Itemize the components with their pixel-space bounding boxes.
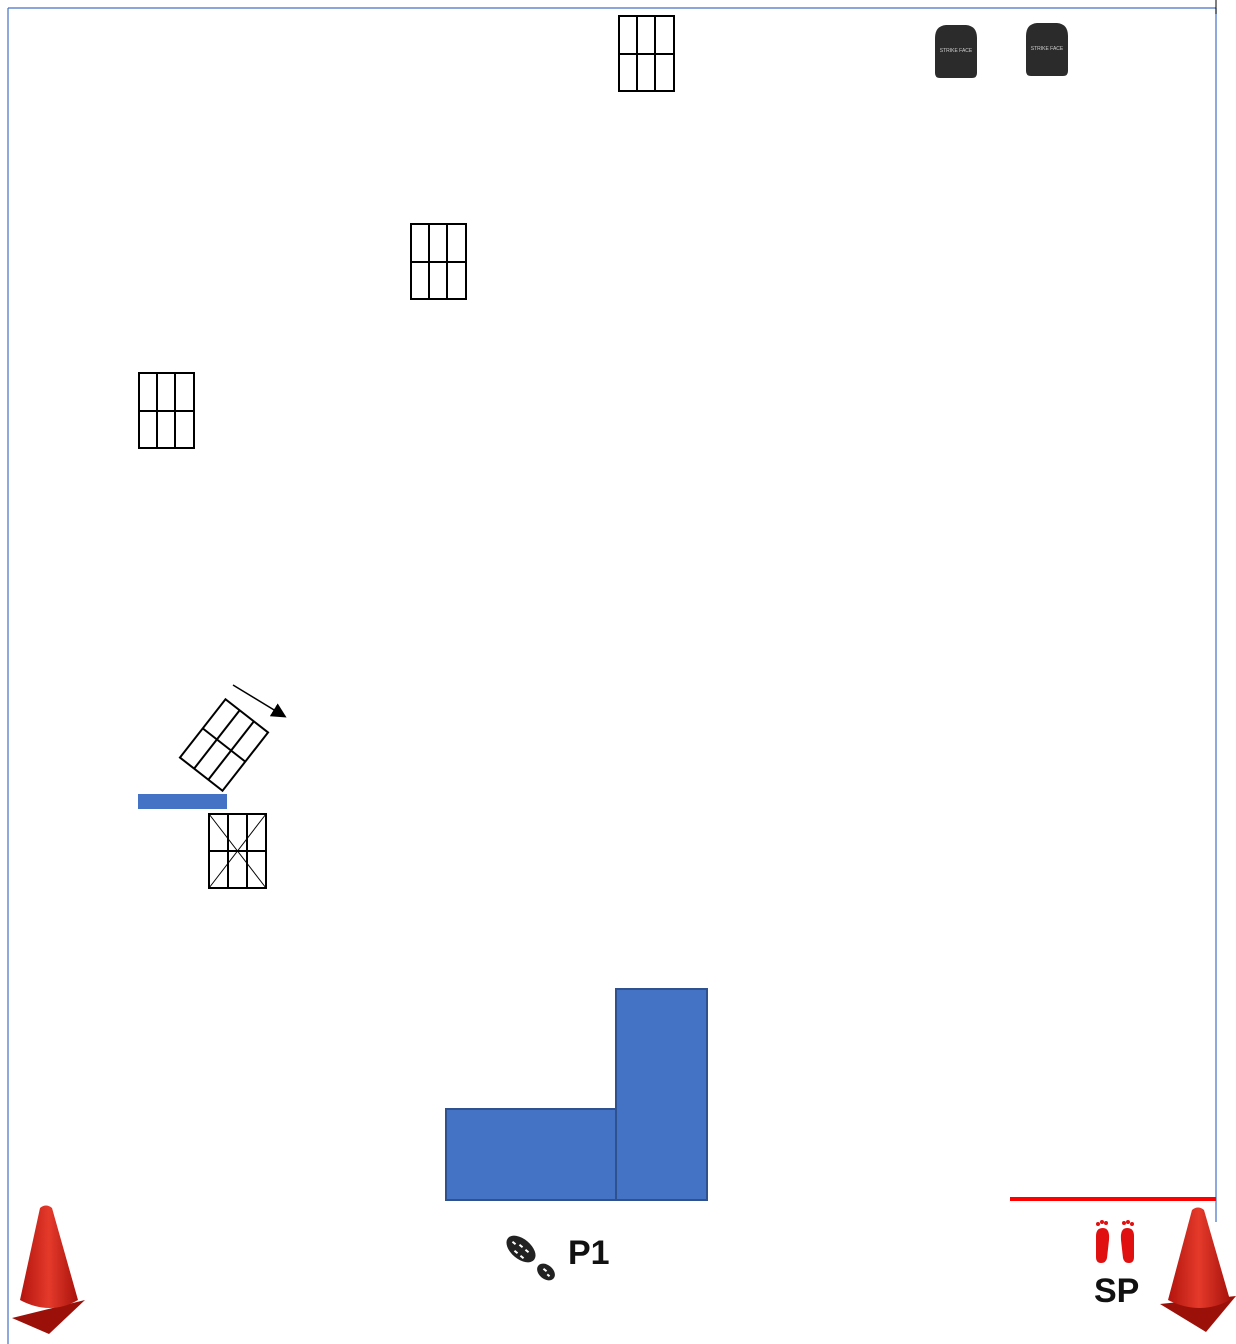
plate-text: STRIKE FACE <box>1031 46 1064 52</box>
no-shoot-target-icon <box>209 814 266 888</box>
traffic-cone-icon <box>1160 1208 1236 1333</box>
swinging-target-icon <box>180 699 268 791</box>
plate-text: STRIKE FACE <box>940 48 973 54</box>
traffic-cone-icon <box>12 1206 85 1335</box>
paper-target-icon <box>139 373 194 448</box>
l-barricade <box>446 989 707 1200</box>
footprints-icon <box>1096 1220 1134 1263</box>
start-position-label: SP <box>1094 1274 1139 1308</box>
small-barricade <box>138 794 227 809</box>
paper-target-icon <box>619 16 674 91</box>
armor-plate-icon: STRIKE FACE <box>1026 23 1068 76</box>
boot-print-icon <box>502 1230 559 1283</box>
armor-plate-icon: STRIKE FACE <box>935 25 977 78</box>
paper-target-icon <box>411 224 466 299</box>
player-label: P1 <box>568 1236 610 1270</box>
